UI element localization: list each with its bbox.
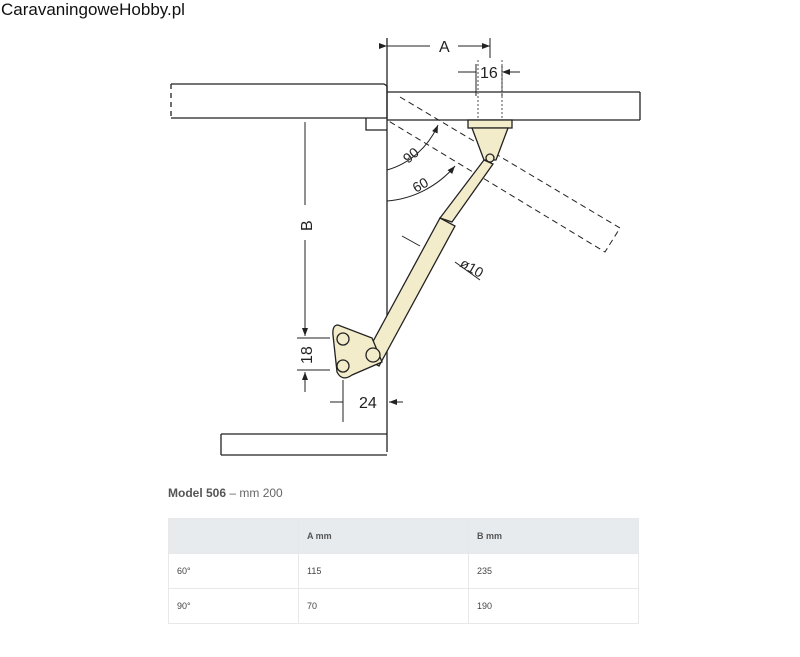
dim-16-label: 16	[480, 65, 498, 82]
dim-18-label: 18	[299, 346, 316, 364]
top-pivot	[485, 153, 495, 163]
bottom-panel	[220, 433, 387, 456]
dimensions-table: A mm B mm 60° 115 235 90° 70 190	[168, 518, 639, 624]
table-cell: 190	[468, 588, 639, 624]
header-cell: A mm	[298, 518, 469, 554]
lid-open-dashed	[386, 96, 621, 253]
dim-a-label: A	[439, 39, 450, 56]
dim-b-label: B	[299, 220, 316, 231]
angle-60-label: 60	[410, 174, 432, 196]
table-cell: 60°	[168, 553, 299, 589]
table-row: 90° 70 190	[168, 588, 639, 624]
lid-stay-diagram: A 16 B 18 24 90 60 ø10	[170, 0, 641, 456]
thin-rod	[438, 159, 494, 223]
header-cell: B mm	[468, 518, 639, 554]
table-cell: 90°	[168, 588, 299, 624]
gas-cylinder	[363, 217, 456, 367]
model-caption: Model 506 – mm 200	[168, 486, 283, 500]
mount-plate	[467, 119, 513, 129]
diameter-label: ø10	[458, 255, 487, 281]
dim-24-label: 24	[359, 395, 377, 412]
side-panel-top	[171, 83, 388, 119]
table-cell: 70	[298, 588, 469, 624]
site-watermark: CaravaningoweHobby.pl	[1, 0, 185, 19]
model-size: mm 200	[239, 486, 283, 500]
header-cell	[168, 518, 299, 554]
model-name: Model 506	[168, 486, 227, 500]
table-cell: 235	[468, 553, 639, 589]
table-header-row: A mm B mm	[168, 518, 639, 554]
table-row: 60° 115 235	[168, 553, 639, 589]
mount-bracket	[471, 127, 509, 161]
table-cell: 115	[298, 553, 469, 589]
base-pivot	[365, 347, 381, 363]
model-separator: –	[226, 486, 240, 500]
lid-panel	[387, 91, 641, 121]
